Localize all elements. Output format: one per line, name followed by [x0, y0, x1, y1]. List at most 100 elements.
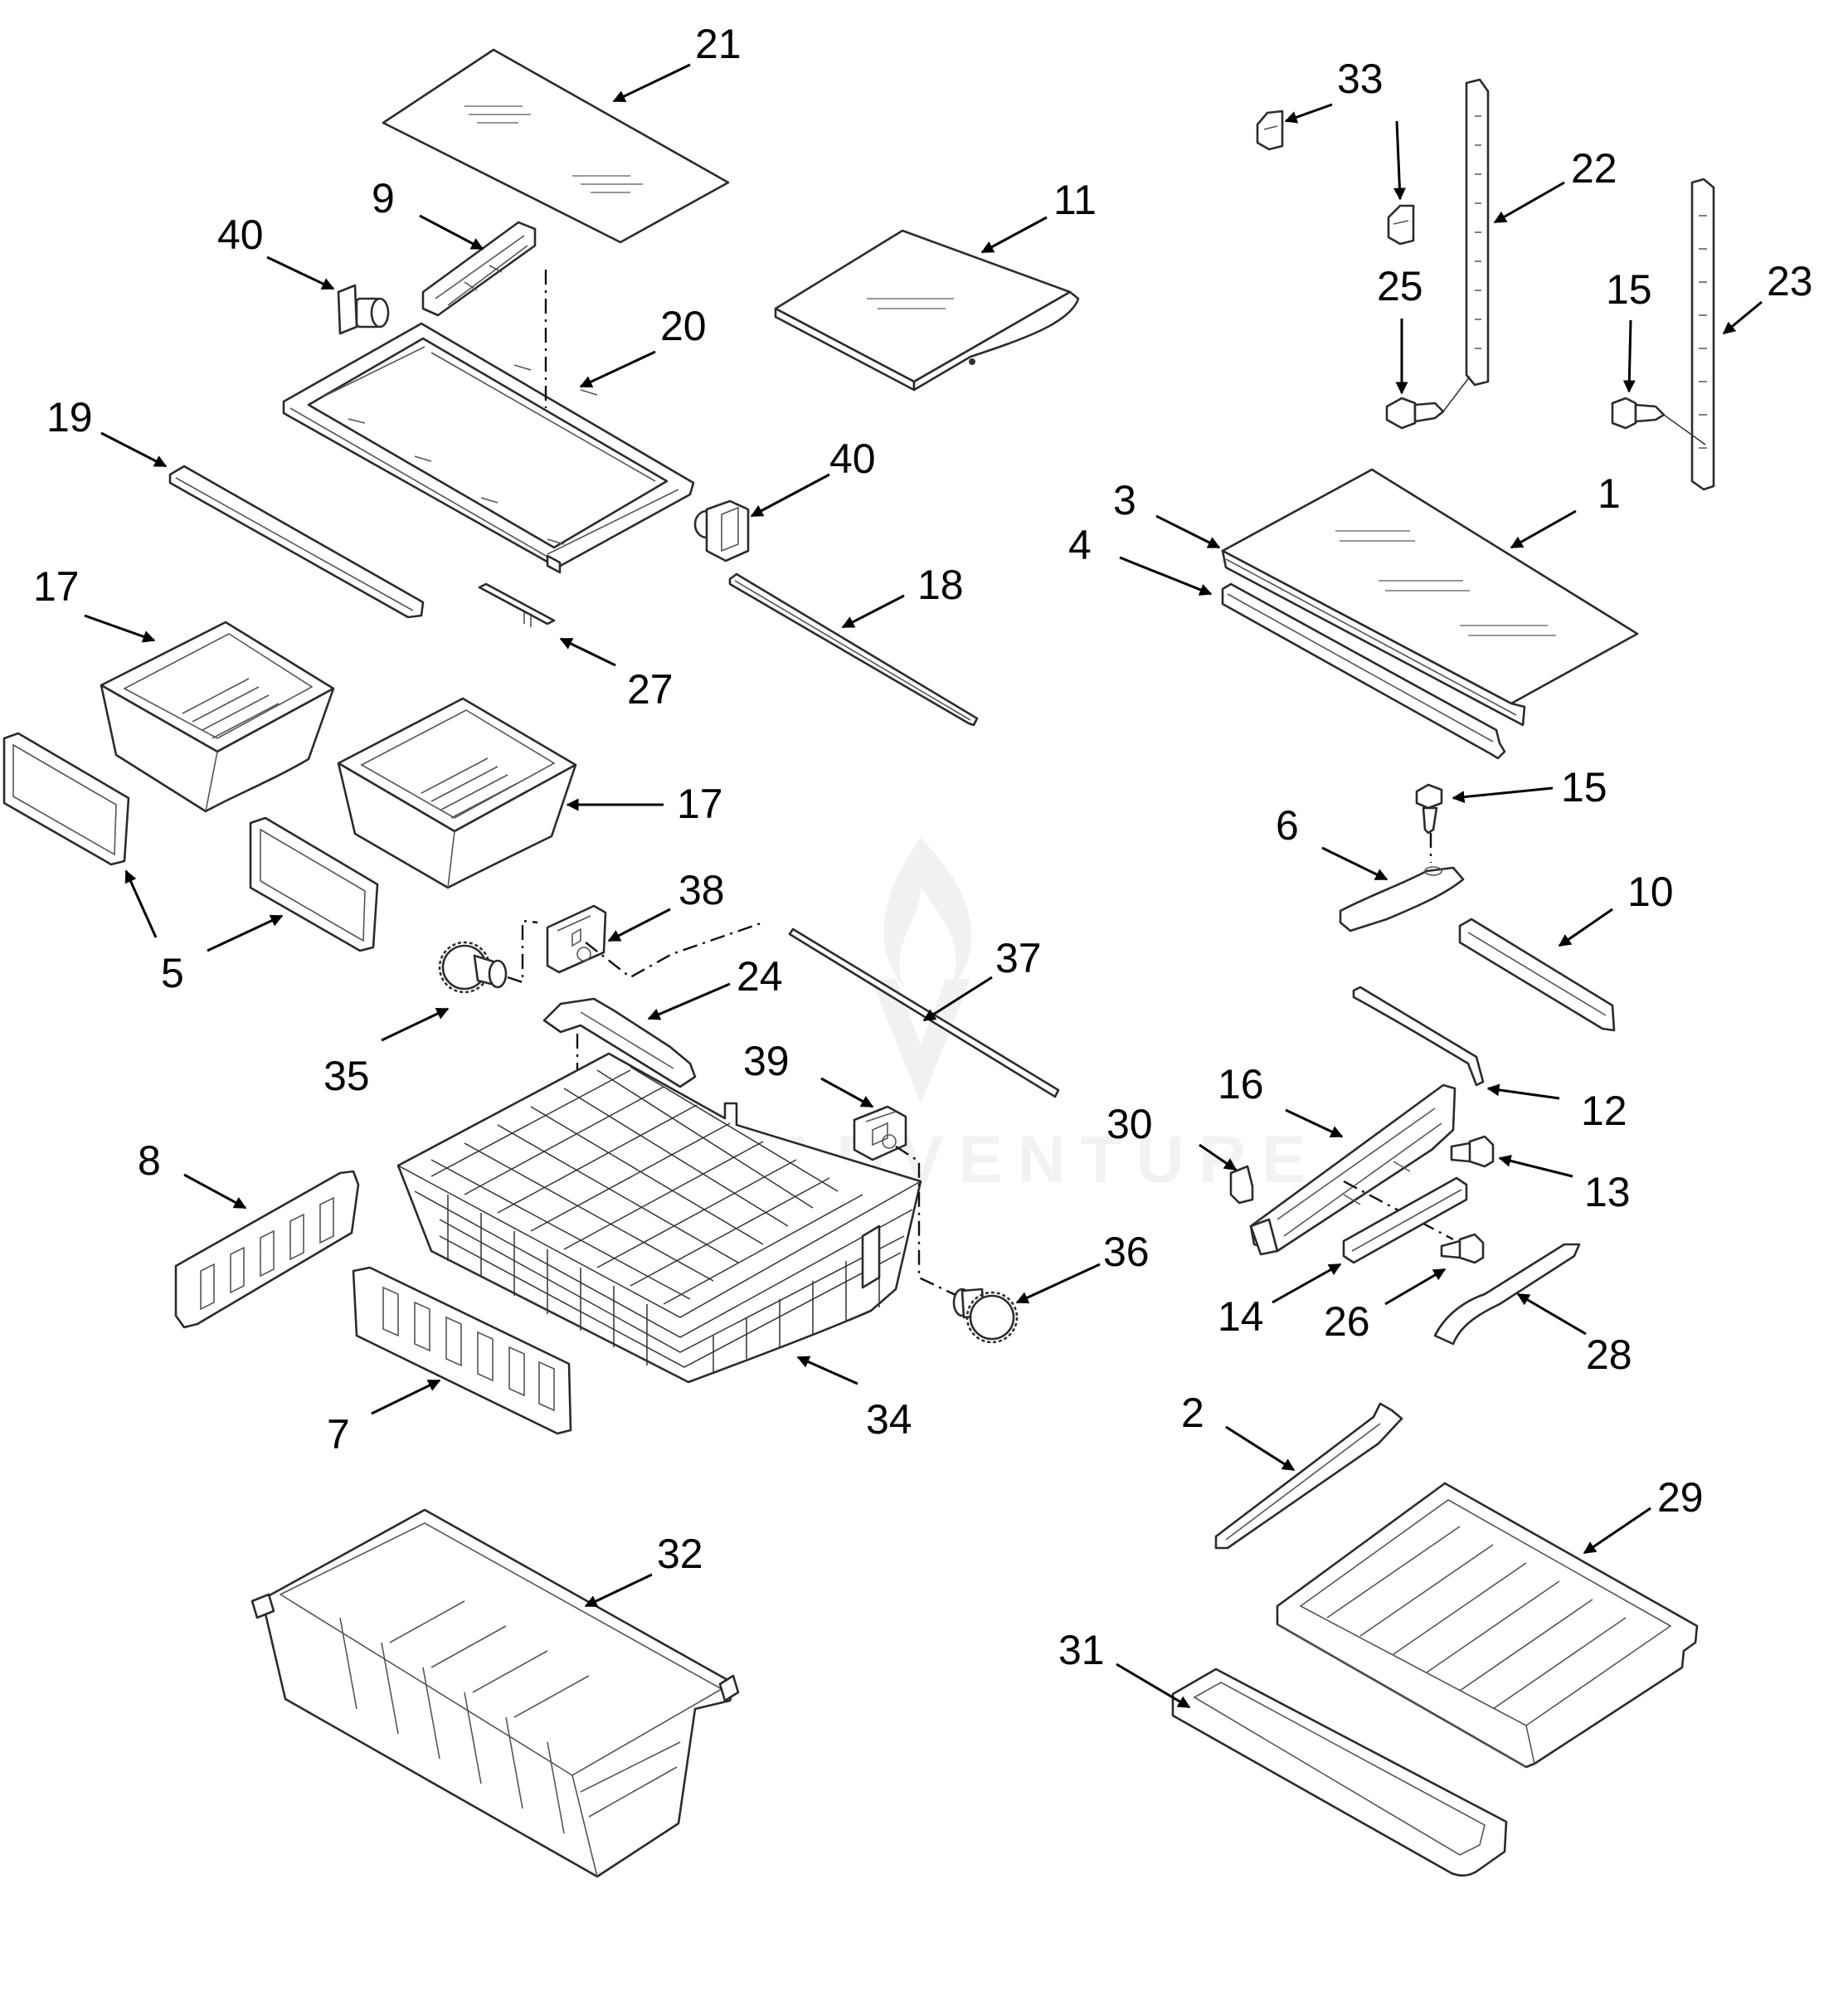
leader-6 — [1321, 846, 1388, 881]
leader-15-upper — [1622, 319, 1636, 393]
callout-9: 9 — [372, 175, 395, 221]
part-15-screw-upper — [1611, 397, 1706, 445]
callout-29: 29 — [1657, 1474, 1704, 1521]
callout-23: 23 — [1767, 258, 1813, 304]
part-21-glass-shelf — [382, 48, 730, 244]
part-3-frame-rail — [1221, 549, 1526, 727]
leader-39 — [820, 1077, 874, 1108]
leader-14 — [1272, 1263, 1342, 1304]
leader-36 — [1015, 1263, 1101, 1304]
callout-35: 35 — [323, 1053, 370, 1099]
callout-38: 38 — [678, 867, 725, 913]
part-19-trim-strip — [168, 465, 425, 619]
leader-31 — [1116, 1662, 1191, 1709]
leader-5-right — [207, 914, 284, 952]
callout-2: 2 — [1181, 1390, 1204, 1436]
part-27-clip — [478, 582, 556, 627]
callout-16: 16 — [1218, 1061, 1264, 1107]
part-28-wire — [1433, 1243, 1581, 1346]
leader-40-left — [266, 256, 335, 290]
callout-39: 39 — [743, 1038, 790, 1084]
callout-6: 6 — [1276, 802, 1299, 849]
part-6-bracket — [1339, 866, 1465, 932]
callout-28: 28 — [1586, 1331, 1632, 1378]
leader-37 — [922, 976, 993, 1022]
callout-24: 24 — [737, 953, 783, 1000]
leader-40-right — [750, 473, 830, 518]
part-35-gear — [438, 941, 508, 994]
leader-20 — [579, 350, 656, 388]
part-12-wire-spring — [1352, 986, 1485, 1087]
part-23-rail — [1690, 178, 1715, 491]
part-5-drawer-front-right — [249, 816, 379, 952]
callout-4: 4 — [1068, 522, 1092, 568]
leader-32 — [584, 1573, 653, 1608]
leader-9 — [419, 214, 484, 251]
part-31-handle — [1171, 1667, 1508, 1877]
callout-20: 20 — [660, 303, 707, 349]
leader-13 — [1498, 1154, 1573, 1178]
callout-3: 3 — [1113, 477, 1136, 523]
part-18-trim-strip — [728, 572, 979, 727]
part-38-bracket — [546, 904, 607, 974]
callout-12: 12 — [1581, 1088, 1627, 1134]
callout-5: 5 — [161, 950, 184, 996]
callout-1: 1 — [1598, 470, 1621, 517]
part-36-gear — [952, 1288, 1019, 1344]
part-15-screw-lower — [1415, 783, 1443, 863]
callout-7: 7 — [327, 1411, 350, 1458]
callout-10: 10 — [1627, 869, 1674, 915]
connector-38-to-37 — [585, 921, 764, 979]
leader-11 — [980, 216, 1048, 254]
callout-26: 26 — [1324, 1298, 1370, 1345]
callout-13: 13 — [1584, 1169, 1631, 1215]
leader-21 — [612, 63, 691, 103]
callout-17-left: 17 — [33, 563, 80, 610]
leader-29 — [1583, 1507, 1651, 1555]
callout-40-right: 40 — [829, 436, 876, 482]
part-33-clip-upper — [1256, 110, 1284, 151]
connector-35-to-38 — [507, 919, 538, 984]
callout-32: 32 — [657, 1531, 703, 1577]
callout-27: 27 — [627, 666, 674, 713]
callout-8: 8 — [138, 1137, 161, 1184]
callout-19: 19 — [46, 394, 93, 441]
part-20-shelf-frame — [282, 322, 695, 574]
leader-34 — [796, 1356, 858, 1385]
leader-33-upper — [1284, 103, 1333, 124]
part-25-screw — [1385, 376, 1471, 430]
leader-26 — [1384, 1268, 1447, 1306]
part-40-end-cap-right — [693, 499, 750, 562]
leader-15-lower — [1452, 786, 1554, 804]
callout-37: 37 — [995, 935, 1042, 981]
part-22-rail — [1465, 78, 1490, 387]
part-17-crisper-drawer-left — [100, 621, 335, 813]
callout-14: 14 — [1218, 1293, 1264, 1340]
leader-16 — [1285, 1108, 1344, 1138]
leader-27 — [559, 637, 616, 667]
part-24-slide-bracket — [542, 997, 697, 1088]
leader-5-left — [124, 869, 158, 938]
callout-30: 30 — [1106, 1101, 1153, 1147]
part-5-drawer-front-left — [2, 732, 130, 866]
leader-18 — [841, 594, 905, 629]
leader-12 — [1486, 1083, 1560, 1100]
callout-15-upper: 15 — [1606, 266, 1652, 313]
callout-36: 36 — [1103, 1229, 1150, 1275]
part-13-screw — [1450, 1135, 1495, 1168]
callout-11: 11 — [1053, 177, 1097, 223]
part-7-divider — [352, 1266, 572, 1435]
leader-10 — [1558, 908, 1613, 947]
callout-17-right: 17 — [677, 781, 723, 827]
callout-34: 34 — [866, 1396, 912, 1443]
part-26-screw — [1440, 1233, 1485, 1264]
part-33-clip-lower — [1387, 204, 1415, 246]
leader-3 — [1155, 514, 1221, 549]
leader-28 — [1516, 1292, 1587, 1336]
leader-lines — [84, 63, 1763, 1709]
leader-2 — [1225, 1425, 1296, 1472]
callout-25: 25 — [1377, 263, 1423, 309]
part-17-crisper-drawer-right — [337, 697, 577, 889]
callout-22: 22 — [1571, 145, 1617, 192]
